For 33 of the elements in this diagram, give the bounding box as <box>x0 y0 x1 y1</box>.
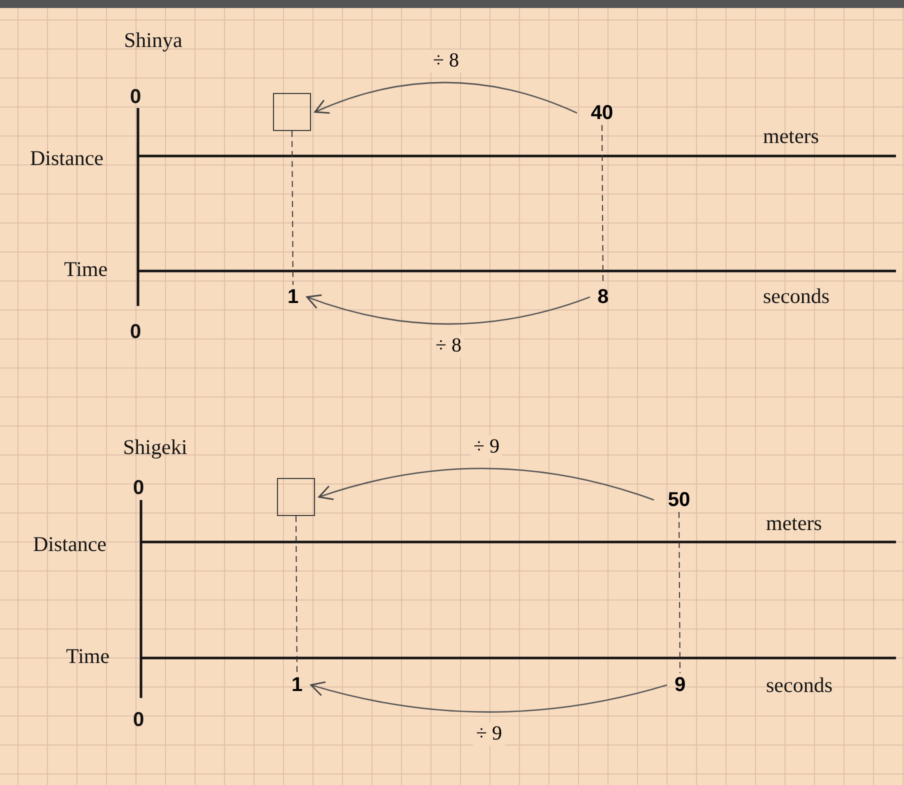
empty-answer-box <box>277 478 315 516</box>
edge-label: ÷ 9 <box>470 435 502 458</box>
axis-value: 0 <box>130 86 142 109</box>
edge-label: ÷ 8 <box>430 49 462 72</box>
axis-title: Distance <box>30 146 104 171</box>
number-value: 40 <box>580 101 624 125</box>
curved-arrow <box>310 681 668 713</box>
axis-value: 0 <box>130 321 142 344</box>
person-name: Shinya <box>124 28 182 53</box>
empty-answer-box <box>273 93 311 131</box>
unit-label: meters <box>763 124 819 149</box>
number-value: 1 <box>283 285 303 309</box>
unit-label: seconds <box>766 673 832 698</box>
edge-label: ÷ 9 <box>473 722 505 746</box>
unit-label: meters <box>766 511 822 536</box>
dashed-guide-line <box>292 130 294 286</box>
axis-title: Time <box>64 257 108 282</box>
axis-value: 0 <box>133 477 144 500</box>
number-value: 9 <box>670 673 690 697</box>
person-name: Shigeki <box>123 435 188 460</box>
axis-title: Time <box>66 644 110 669</box>
curved-arrow <box>306 294 590 325</box>
axis-title: Distance <box>33 532 106 557</box>
curved-arrow <box>318 468 654 501</box>
number-value: 50 <box>657 488 701 512</box>
axis-value: 0 <box>133 709 144 732</box>
dashed-guide-line <box>296 516 298 674</box>
curved-arrow <box>314 82 578 114</box>
unit-label: seconds <box>763 284 830 309</box>
number-value: 8 <box>593 285 613 309</box>
edge-label: ÷ 8 <box>432 334 464 358</box>
number-value: 1 <box>287 673 307 697</box>
dashed-guide-line <box>678 512 680 674</box>
